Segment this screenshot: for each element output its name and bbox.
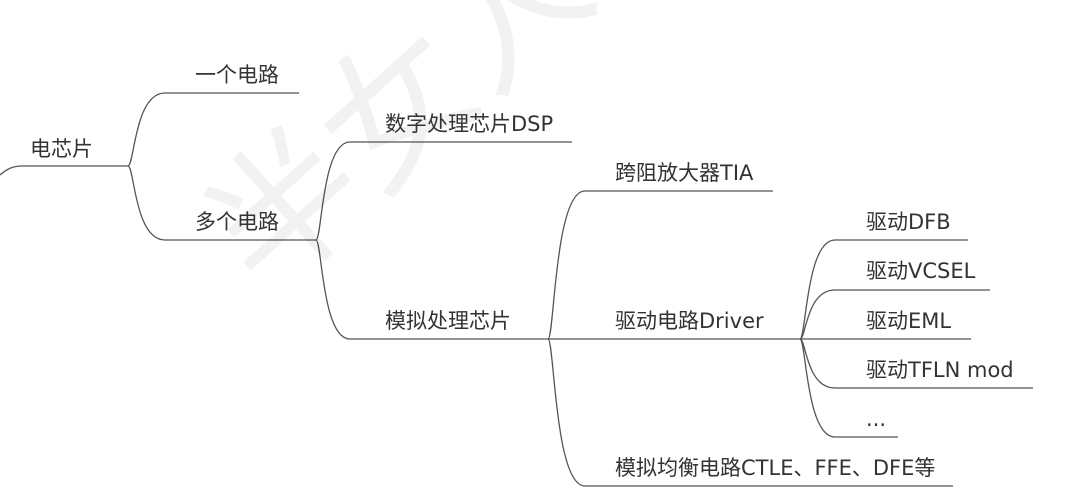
node-equalizer: 模拟均衡电路CTLE、FFE、DFE等 xyxy=(615,456,936,480)
node-drive-tfln: 驱动TFLN mod xyxy=(866,358,1014,382)
node-drive-vcsel: 驱动VCSEL xyxy=(866,259,976,283)
node-more: ... xyxy=(866,407,887,431)
node-analog: 模拟处理芯片 xyxy=(385,309,511,333)
edge-more xyxy=(799,338,898,438)
edge-tia xyxy=(547,190,773,340)
node-one-circuit: 一个电路 xyxy=(195,63,279,87)
edge-drive-vcsel xyxy=(799,289,990,340)
edge-multi-circuit xyxy=(127,165,316,241)
node-tia: 跨阻放大器TIA xyxy=(615,161,754,185)
node-multi-circuit: 多个电路 xyxy=(195,210,279,234)
edge-drive-dfb xyxy=(799,239,968,340)
edge-digital-dsp xyxy=(315,141,572,241)
edge-analog xyxy=(315,239,548,340)
node-digital-dsp: 数字处理芯片DSP xyxy=(385,112,554,136)
node-drive-eml: 驱动EML xyxy=(866,309,952,333)
connector-lines xyxy=(0,92,1033,487)
node-drive-dfb: 驱动DFB xyxy=(866,210,951,234)
node-root: 电芯片 xyxy=(30,137,93,161)
edge-one-circuit xyxy=(127,92,299,167)
edge-equalizer xyxy=(547,338,953,487)
node-driver: 驱动电路Driver xyxy=(615,309,764,333)
edge-root-underline xyxy=(0,165,128,176)
